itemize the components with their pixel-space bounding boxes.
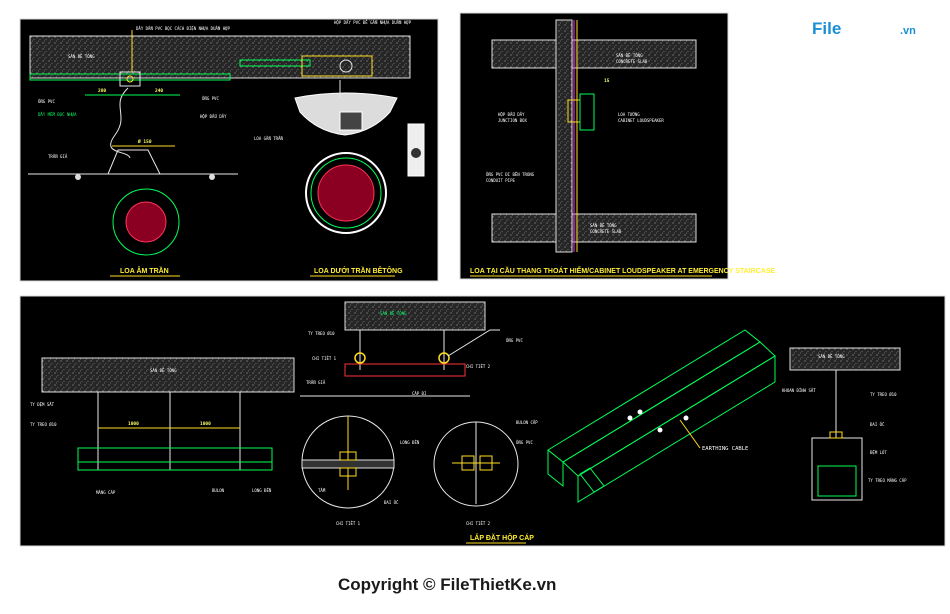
speaker-plan-cone (125, 201, 167, 243)
label-det-r2: ỐNG PVC (516, 440, 533, 445)
label-top-2: CONCRETE SLAB (616, 59, 648, 64)
panel-ceiling-speakers: Ø 150 DÂY DẪN PVC BỌC CÁCH ĐIỆN NHỰA DUẪ… (19, 18, 439, 282)
cabinet-speaker (579, 93, 595, 131)
label-wire: ỐNG PVC (202, 96, 219, 101)
panel-cable-tray: 1000 1000 SÀN BÊ TÔNG TY ĐỆM SẮT TY TREO… (19, 295, 946, 547)
isometric-cable-tray (547, 329, 776, 503)
surface-speaker-plan-ring (310, 157, 382, 229)
title-cable-tray: LẮP ĐẶT HỘP CÁP (470, 533, 534, 542)
panel-staircase-speaker: 15 SÀN BÊ TÔNG CONCRETE SLAB HỘP ĐẤU DÂY… (459, 12, 775, 280)
label-top: SÀN BÊ TÔNG (616, 53, 643, 58)
box-hole (126, 75, 134, 83)
label-bottom: SÀN BÊ TÔNG (590, 223, 617, 228)
title-staircase: LOA TẠI CẦU THANG THOÁT HIỂM/CABINET LOU… (470, 265, 775, 275)
label-slab-right: SÀN BÊ TÔNG (818, 354, 845, 359)
dim-280: 280 (98, 88, 106, 94)
dim-240: 240 (155, 88, 163, 94)
title-loa-am-tran: LOA ÂM TRẦN (120, 265, 169, 275)
label-conc: SÀN BÊ TÔNG (68, 54, 95, 59)
speaker-plan-outer (112, 188, 180, 256)
surface-speaker-plan-cone (317, 164, 375, 222)
ceiling-speaker-body (107, 149, 161, 175)
right-tray-box (817, 465, 857, 497)
dim-1000-b: 1000 (200, 421, 211, 427)
dim-speaker: Ø 150 (137, 138, 152, 145)
tray-mid-section (344, 363, 466, 377)
label-plate: TẤM (318, 488, 326, 493)
concrete-slab (29, 35, 411, 79)
label-speaker: LOA TƯỜNG (618, 112, 640, 117)
label-pipe-left: ỐNG PVC (38, 99, 55, 104)
pipe-clip-1 (354, 352, 366, 364)
label-right-rod: TY TREO Ø10 (870, 392, 897, 397)
logo-part-1: File (812, 19, 841, 38)
conduit-pipe-right (239, 59, 311, 67)
panel-c-frame (19, 295, 946, 547)
label-right-wash: ĐỆM LÓT (870, 450, 887, 455)
lower-slab (491, 213, 697, 243)
label-right-tray: TY TREO MÁNG CÁP (868, 478, 907, 483)
label-mid-rod: TY TREO Ø10 (308, 331, 335, 336)
upper-slab (491, 39, 697, 69)
detail-1-plate (301, 459, 395, 469)
label-speaker-right: LOA GẮN TRẦN (254, 136, 283, 141)
volume-knob (411, 148, 421, 158)
label-flex: DÂY MỀM BỌC NHỰA (38, 112, 77, 117)
copyright-text: Copyright © FileThietKe.vn (338, 575, 556, 594)
title-loa-duoi-tran: LOA DƯỚI TRẦN BÊTÔNG (314, 265, 403, 275)
note-top-left: DÂY DẪN PVC BỌC CÁCH ĐIỆN NHỰA DUẪN HỢP (136, 26, 231, 31)
logo-part-2: Thiết Kế (846, 19, 914, 38)
label-slab-mid: SÀN BÊ TÔNG (380, 311, 407, 316)
junction-box (119, 71, 141, 87)
conduit-pipe (29, 73, 231, 81)
label-det2: CHI TIẾT 2 (466, 521, 491, 526)
note-top-right: HỘP DÂY PVC ĐẾ GẮN NHỰA DUẪN HỢP (334, 20, 412, 25)
label-mid-cable: CÁP ĐI (412, 391, 427, 396)
label-mid-pipe: ỐNG PVC (506, 338, 523, 343)
pipe-outlet (447, 329, 500, 357)
label-nut: BULON (212, 488, 225, 493)
label-pipe-2: CONDUIT PIPE (486, 178, 515, 183)
label-bottom-2: CONCRETE SLAB (590, 229, 622, 234)
label-ceiling: TRẦN GIẢ (48, 154, 68, 159)
label-rod-left: TY TREO Ø10 (30, 422, 57, 427)
surface-speaker-plan-outer (305, 152, 387, 234)
pipe-clip-2 (438, 352, 450, 364)
label-detail-bolt: LONG ĐỀN (400, 440, 420, 445)
label-right-nut: ĐAI ỐC (870, 422, 885, 427)
label-nut-2: LONG ĐỀN (252, 488, 272, 493)
label-det-r1: BULON CẤP (516, 420, 538, 425)
label-plate-2: ĐAI ỐC (384, 500, 399, 505)
label-pipe: ỐNG PVC ĐI BÊN TRONG (486, 172, 535, 177)
label-det1: CHI TIẾT 1 (336, 521, 361, 526)
box-knockout (339, 59, 353, 73)
label-mid-detail1: CHI TIẾT 1 (312, 356, 337, 361)
label-slab-left: SÀN BÊ TÔNG (150, 368, 177, 373)
label-earthing: EARTHING CABLE (702, 446, 748, 452)
label-box: HỘP ĐẤU DÂY (200, 114, 227, 119)
junction-box-right (301, 55, 373, 77)
wall-section (555, 19, 573, 253)
tray-slab-mid (344, 301, 486, 331)
dim-15: 15 (604, 78, 610, 84)
ceiling-clip-left (75, 174, 81, 180)
tray-slab-left (41, 357, 295, 393)
label-speaker-2: CABINET LOUDSPEAKER (618, 118, 664, 123)
label-rod-anchor: TY ĐỆM SẮT (30, 402, 55, 407)
label-box: HỘP ĐẤU DÂY (498, 112, 525, 117)
label-tray-left: MÁNG CÁP (96, 490, 116, 495)
logo-watermark: File Thiết Kế .vn (812, 19, 916, 38)
ceiling-clip-right (209, 174, 215, 180)
logo-suffix: .vn (900, 25, 916, 37)
flex-cable (110, 87, 131, 159)
label-right-anchor: KHOAN ĐÍNH SẮT (782, 388, 816, 393)
label-mid-tray: TRẦN GIẢ (306, 380, 326, 385)
dim-1000-a: 1000 (128, 421, 139, 427)
label-mid-detail2: CHI TIẾT 2 (466, 364, 491, 369)
tray-elevation (77, 447, 273, 471)
tray-slab-right (789, 347, 901, 371)
label-box-2: JUNCTION BOX (498, 118, 527, 123)
surface-speaker-driver (339, 111, 363, 131)
